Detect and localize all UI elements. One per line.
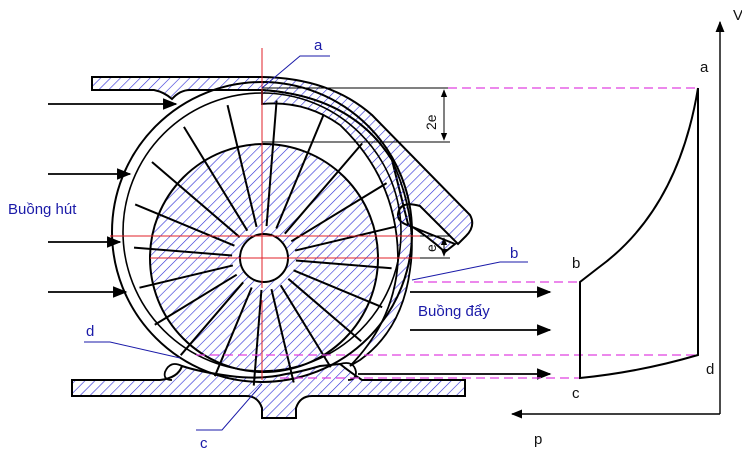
chart-point-a: a: [700, 59, 709, 76]
rotor-vane: [265, 100, 278, 227]
housing-casing-wall: [261, 89, 413, 367]
dim-e-label: e: [423, 244, 439, 252]
rotor-vane: [183, 126, 249, 232]
pv-cycle-curve: [579, 87, 699, 380]
inlet-arrows: [48, 98, 178, 298]
projection-lines: [196, 87, 698, 379]
dim-2e-label: 2e: [423, 114, 439, 130]
housing-bottom-plate: [71, 362, 466, 419]
rotor-vanes: [133, 100, 396, 386]
rotor-vane: [284, 142, 363, 235]
rotor-vane: [154, 273, 238, 326]
discharge-chamber-label: Buồng đẩy: [418, 303, 490, 320]
rotor-vane: [179, 281, 244, 356]
axis-v-label: V: [733, 7, 742, 24]
rotor-vane: [139, 264, 234, 289]
axis-p-label: p: [534, 431, 542, 448]
rotor-vane: [287, 278, 362, 343]
rotor-vane: [279, 284, 332, 368]
rotor-vane: [270, 288, 295, 383]
outlet-arrows: [358, 286, 552, 380]
rotor-vane: [275, 113, 325, 229]
pump-point-b: b: [510, 245, 518, 262]
chart-point-c: c: [572, 385, 580, 402]
pump-housing: [71, 76, 474, 419]
leader-lines: [84, 55, 528, 431]
pump-point-a: a: [314, 37, 323, 54]
rotor-vane: [151, 161, 241, 238]
rotor-vane: [295, 259, 392, 270]
pump-point-d: d: [86, 323, 94, 340]
rotor-vane: [294, 225, 396, 252]
rotor-vane: [293, 269, 383, 309]
pv-chart: [510, 20, 725, 419]
rotor-vane: [133, 246, 233, 257]
pump-point-c: c: [200, 435, 208, 452]
rotor-vane: [134, 203, 235, 247]
rotor-vane: [213, 287, 253, 377]
chart-point-d: d: [706, 361, 714, 378]
rotor-vane: [290, 182, 388, 243]
eccentricity-dimensions: [262, 87, 450, 259]
chart-point-b: b: [572, 255, 580, 272]
rotor-vane: [252, 289, 263, 386]
suction-chamber-label: Buồng hút: [8, 201, 77, 218]
rotor-vane: [226, 104, 258, 228]
housing-top-plate: [91, 76, 474, 254]
